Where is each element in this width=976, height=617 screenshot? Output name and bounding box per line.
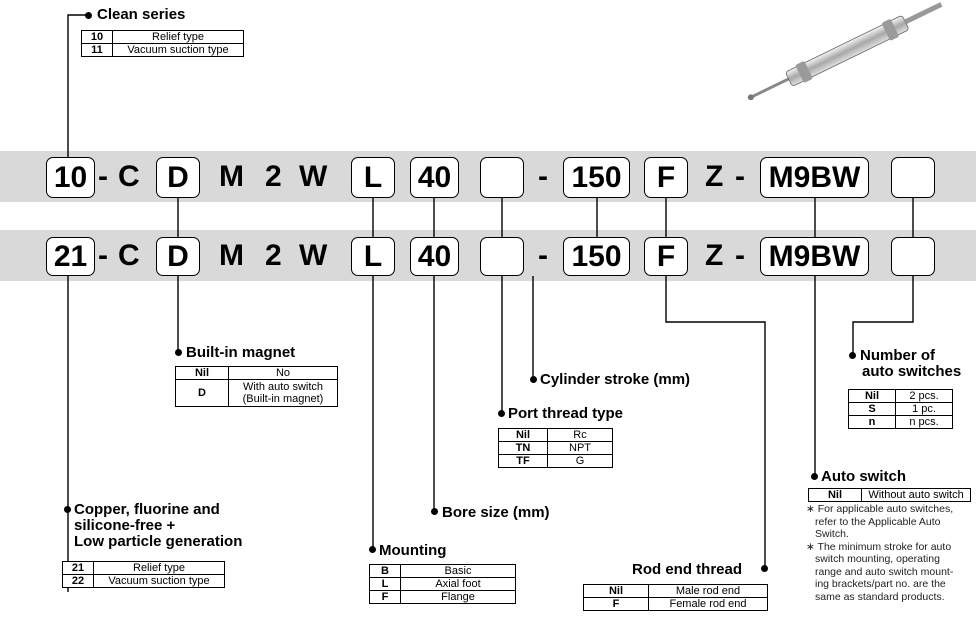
row1-rod-box: F (644, 157, 688, 198)
row2-dash2: - (538, 241, 548, 271)
row2-port-box (480, 237, 524, 276)
row2-stroke-box: 150 (563, 237, 630, 276)
mounting-bullet (369, 546, 376, 553)
port-thread-title: Port thread type (508, 406, 623, 422)
num-switches-title: Number of auto switches (860, 348, 961, 380)
num-switches-bullet (849, 352, 856, 359)
row2-bore-box: 40 (410, 237, 459, 276)
row2-w: W (299, 241, 327, 271)
rod-end-bullet (761, 565, 768, 572)
row2-m: M (219, 241, 244, 271)
row2-dash: - (98, 241, 108, 271)
row2-mounting-box: L (351, 237, 395, 276)
row2-count-box (891, 237, 935, 276)
row2-prefix-box: 21 (46, 237, 95, 276)
row1-switch-box: M9BW (760, 157, 869, 198)
rod-end-title: Rod end thread (632, 562, 742, 578)
built-in-magnet-bullet (175, 349, 182, 356)
row2-rod-box: F (644, 237, 688, 276)
row1-bore-box: 40 (410, 157, 459, 198)
copper-free-title: Copper, fluorine and silicone-free + Low… (74, 502, 242, 549)
bore-size-bullet (431, 508, 438, 515)
row1-dash3: - (735, 162, 745, 192)
copper-free-bullet (64, 506, 71, 513)
row2-c: C (118, 241, 140, 271)
row1-dash2: - (538, 162, 548, 192)
row1-2: 2 (265, 162, 282, 192)
clean-series-bullet (85, 12, 92, 19)
row1-port-box (480, 157, 524, 198)
row1-c: C (118, 162, 140, 192)
mounting-title: Mounting (379, 543, 446, 559)
row1-dash: - (98, 162, 108, 192)
row1-prefix-box: 10 (46, 157, 95, 198)
row2-z: Z (705, 241, 723, 271)
row2-2: 2 (265, 241, 282, 271)
row1-z: Z (705, 162, 723, 192)
auto-switch-title: Auto switch (821, 469, 906, 485)
row1-stroke-box: 150 (563, 157, 630, 198)
cylinder-stroke-bullet (530, 376, 537, 383)
port-thread-bullet (498, 410, 505, 417)
row2-magnet-box: D (156, 237, 200, 276)
row1-magnet-box: D (156, 157, 200, 198)
auto-switch-bullet (811, 473, 818, 480)
cylinder-stroke-title: Cylinder stroke (mm) (540, 372, 690, 388)
row1-count-box (891, 157, 935, 198)
row1-w: W (299, 162, 327, 192)
built-in-magnet-title: Built-in magnet (186, 345, 295, 361)
bore-size-title: Bore size (mm) (442, 505, 550, 521)
row2-switch-box: M9BW (760, 237, 869, 276)
row1-m: M (219, 162, 244, 192)
auto-switch-notes: ∗ For applicable auto switches, refer to… (806, 503, 976, 617)
row1-mounting-box: L (351, 157, 395, 198)
row2-dash3: - (735, 241, 745, 271)
